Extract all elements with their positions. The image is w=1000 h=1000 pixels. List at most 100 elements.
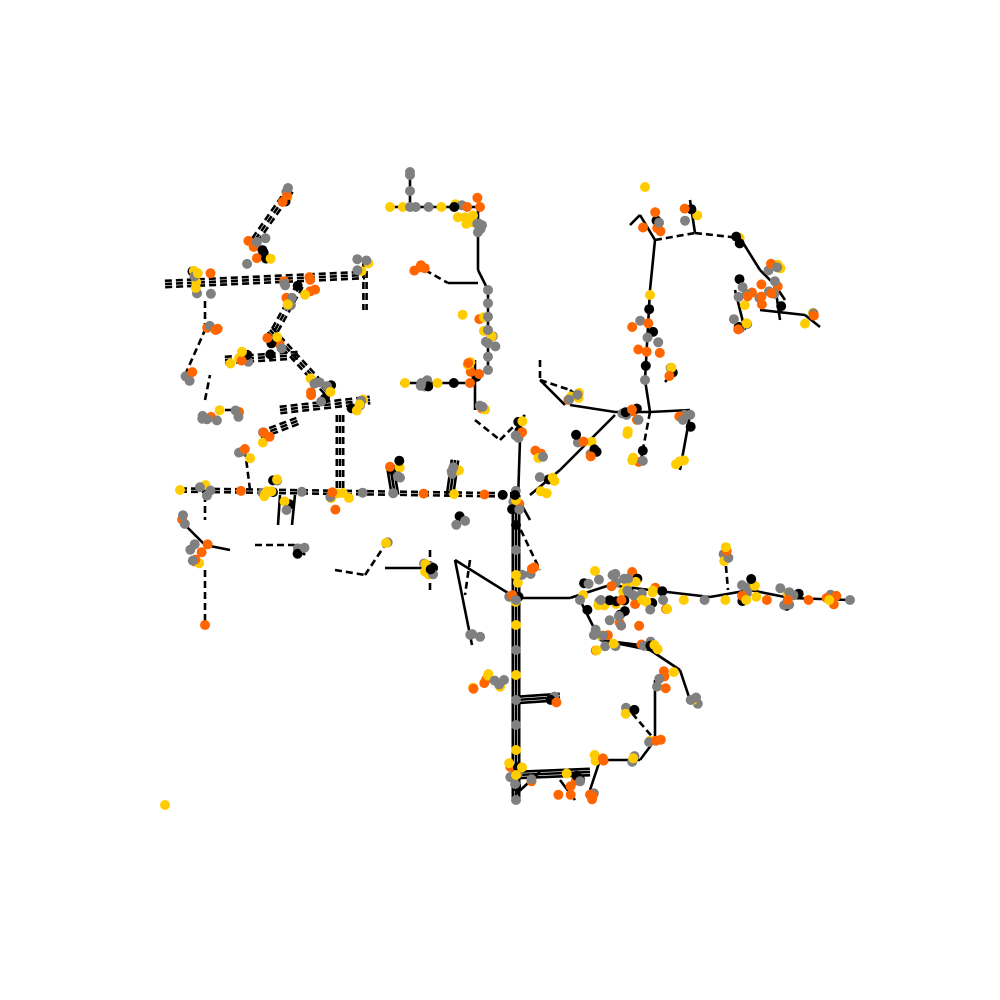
graph-node-yellow (354, 399, 365, 410)
graph-node-gray (680, 215, 690, 226)
graph-node-gray (658, 595, 669, 605)
graph-node-gray (405, 167, 415, 177)
graph-node-gray (685, 409, 696, 420)
graph-node-orange (733, 324, 744, 335)
graph-node-gray (538, 451, 548, 462)
graph-node-gray (280, 280, 291, 291)
graph-node-gray (622, 585, 633, 596)
graph-node-gray (296, 486, 307, 497)
graph-node-yellow (511, 745, 521, 755)
graph-node-black (511, 520, 521, 530)
graph-node-orange (587, 791, 598, 802)
graph-node-gray (590, 624, 601, 635)
graph-node-gray (737, 282, 748, 293)
graph-node-orange (756, 279, 767, 290)
graph-node-gray (769, 276, 780, 287)
graph-edge-solid (643, 379, 652, 413)
graph-node-gray (299, 542, 310, 553)
graph-node-orange (465, 378, 475, 388)
graph-node-orange (251, 253, 262, 264)
graph-node-orange (606, 581, 617, 592)
graph-node-orange (330, 504, 341, 515)
graph-node-orange (200, 620, 210, 630)
graph-node-gray (202, 414, 212, 425)
graph-node-yellow (192, 268, 203, 279)
graph-node-orange (462, 202, 473, 212)
graph-node-gray (475, 631, 486, 642)
graph-edge-dashed (539, 378, 571, 392)
graph-edge-dashed (203, 374, 212, 401)
graph-edge-bundle (279, 398, 371, 412)
graph-edge-bundle (280, 401, 371, 415)
graph-node-black (644, 304, 655, 315)
graph-node-gray (677, 414, 688, 425)
graph-node-gray (316, 396, 327, 407)
graph-node-gray (635, 315, 646, 326)
graph-node-yellow (645, 290, 655, 300)
graph-node-yellow (640, 182, 650, 192)
graph-node-black (582, 604, 593, 615)
graph-node-orange (310, 284, 321, 295)
graph-node-orange (385, 461, 395, 472)
graph-edge-solid (454, 558, 517, 600)
graph-node-black (629, 704, 640, 715)
graph-node-orange (766, 288, 777, 299)
graph-node-black (448, 378, 459, 388)
graph-node-yellow (511, 620, 521, 630)
graph-node-yellow (175, 485, 185, 495)
graph-node-yellow (245, 453, 256, 464)
graph-node-yellow (461, 218, 472, 229)
graph-node-gray (472, 218, 483, 229)
graph-node-gray (654, 217, 665, 228)
graph-node-gray (483, 285, 493, 295)
graph-node-orange (643, 318, 654, 329)
graph-edge-solid (589, 414, 616, 441)
graph-edge-bundle (260, 421, 302, 440)
graph-node-yellow (325, 386, 336, 397)
graph-node-gray (178, 510, 188, 521)
graph-node-yellow (432, 378, 443, 388)
graph-node-gray (352, 254, 363, 265)
graph-node-gray (640, 375, 650, 385)
graph-node-gray (467, 629, 478, 640)
graph-node-gray (352, 265, 363, 276)
graph-node-black (292, 548, 303, 559)
graph-node-yellow (608, 638, 619, 649)
graph-node-orange (262, 333, 273, 343)
graph-node-gray (728, 314, 739, 325)
graph-node-yellow (720, 595, 731, 605)
graph-node-gray (572, 389, 583, 400)
graph-node-yellow (586, 436, 597, 447)
graph-node-gray (260, 233, 271, 244)
graph-node-yellow (637, 595, 648, 605)
graph-node-yellow (279, 496, 290, 507)
graph-node-gray (575, 776, 586, 787)
graph-node-yellow (668, 667, 679, 678)
graph-edge-bundle (515, 767, 590, 774)
graph-node-orange (306, 387, 316, 398)
graph-node-yellow (620, 708, 631, 719)
graph-node-orange (651, 735, 661, 746)
graph-node-gray (845, 595, 855, 605)
graph-edge-dashed (474, 418, 501, 442)
graph-node-gray (357, 487, 368, 498)
graph-node-gray (283, 183, 293, 193)
graph-node-yellow (266, 486, 277, 497)
graph-node-black (265, 349, 276, 360)
graph-node-gray (737, 580, 747, 591)
graph-node-orange (660, 683, 671, 694)
graph-node-orange (409, 265, 420, 276)
graph-node-orange (756, 291, 767, 302)
graph-node-yellow (628, 753, 639, 764)
graph-node-orange (585, 451, 596, 462)
graph-edge-bundle (271, 326, 334, 394)
graph-node-gray (460, 515, 471, 526)
graph-node-black (734, 274, 745, 285)
graph-node-orange (551, 697, 562, 708)
graph-node-yellow (190, 282, 201, 293)
graph-node-yellow (214, 405, 225, 416)
graph-node-orange (236, 355, 247, 366)
graph-node-orange (641, 346, 652, 357)
graph-node-orange (627, 404, 637, 415)
graph-node-gray (205, 288, 216, 299)
